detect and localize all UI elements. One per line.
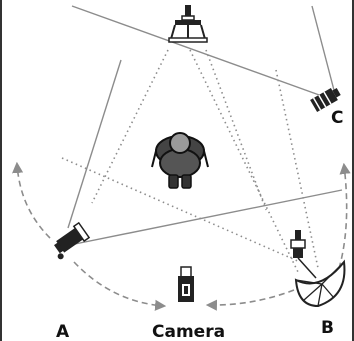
beam-c-top [311, 5, 336, 95]
beam-a-lower [69, 189, 343, 246]
dotted-top-right [205, 49, 267, 211]
arc-b-to-camera [205, 289, 295, 311]
dotted-left-to-b [61, 157, 301, 263]
camera-icon [178, 266, 194, 302]
umbrella-light-icon [290, 230, 346, 308]
dotted-c-beam [275, 69, 319, 269]
beam-a-upper [67, 59, 122, 229]
person-top-view-icon [151, 132, 209, 189]
camera-label: Camera [152, 322, 225, 341]
light-a-spotlight-icon [54, 221, 91, 260]
light-b-label: B [321, 318, 334, 338]
light-beam-lines [67, 5, 343, 246]
arc-b-to-right [335, 162, 351, 279]
dotted-top-light-to-b [189, 49, 299, 273]
light-a-label: A [56, 322, 70, 341]
dotted-top-left [91, 49, 169, 204]
beam-top-left-to-c [71, 5, 323, 97]
arc-a-to-camera [73, 261, 167, 311]
light-c-spotlight-icon [310, 87, 341, 113]
light-c-label: C [331, 108, 343, 128]
arc-a-to-left [12, 161, 51, 239]
light-stand-icon [168, 5, 208, 43]
dotted-lines [61, 49, 319, 273]
